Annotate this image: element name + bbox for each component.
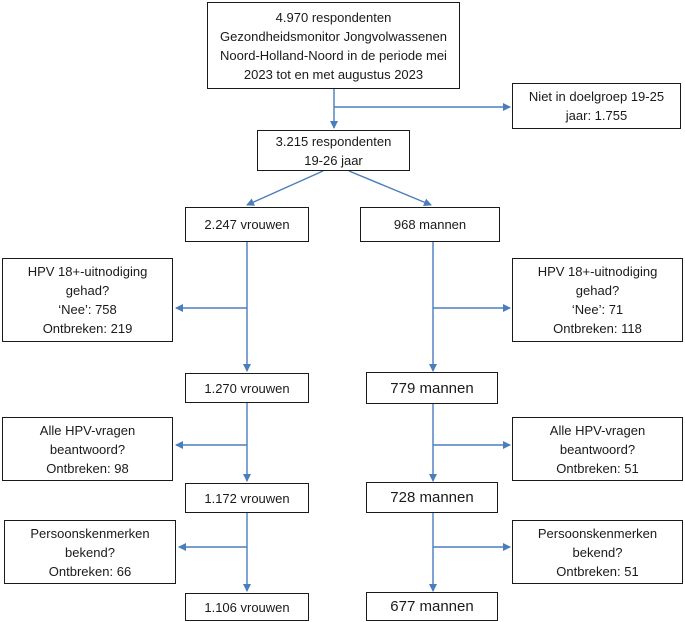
men-questions-line-1: Alle HPV-vragen [549, 422, 646, 438]
men-final-label: 677 mannen [390, 598, 474, 615]
men-invite-line-4: Ontbreken: 118 [553, 321, 642, 336]
excluded-line-1: Niet in doelgroep 19-25 [528, 89, 665, 104]
women-questions-line-2: beantwoord? [49, 441, 126, 457]
box-men-final: 677 mannen [366, 592, 498, 621]
total-line-3: Noord-Holland-Noord in de periode mei [220, 47, 447, 63]
women-final-label: 1.106 vrouwen [204, 599, 290, 615]
women-after-invite-label: 1.270 vrouwen [204, 380, 290, 396]
arrow-to-women [246, 170, 324, 206]
arrow-to-men [348, 170, 432, 207]
men-personal-line-1: Persoonskenmerken [537, 525, 658, 541]
men-invite-line-1: HPV 18+-uitnodiging [537, 264, 658, 279]
women-after-questions-label: 1.172 vrouwen [204, 490, 290, 506]
box-men-personal-missing: Persoonskenmerken bekend? Ontbreken: 51 [512, 520, 683, 584]
men-invite-line-3: ‘Nee’: 71 [571, 302, 624, 317]
women-questions-line-3: Ontbreken: 98 [46, 460, 129, 476]
box-women-final: 1.106 vrouwen [185, 593, 309, 621]
women-invite-line-3: ‘Nee’: 758 [58, 302, 117, 317]
men-personal-line-2: bekend? [572, 544, 623, 560]
men-questions-line-2: beantwoord? [559, 441, 636, 457]
box-men-after-questions: 728 mannen [366, 482, 498, 513]
men-after-questions-label: 728 mannen [390, 489, 474, 506]
men-questions-line-3: Ontbreken: 51 [556, 460, 639, 476]
box-women-start: 2.247 vrouwen [185, 207, 309, 242]
women-invite-line-4: Ontbreken: 219 [42, 321, 133, 336]
box-men-start: 968 mannen [360, 207, 500, 242]
women-invite-line-2: gehad? [65, 283, 110, 298]
men-personal-line-3: Ontbreken: 51 [556, 563, 639, 579]
total-line-2: Gezondheidsmonitor Jongvolwassenen [220, 28, 447, 44]
total-line-1: 4.970 respondenten [275, 9, 392, 25]
agegroup-line-2: 19-26 jaar [304, 152, 363, 168]
women-personal-line-1: Persoonskenmerken [30, 525, 150, 541]
men-start-label: 968 mannen [393, 217, 467, 232]
box-women-personal-missing: Persoonskenmerken bekend? Ontbreken: 66 [4, 520, 176, 584]
box-men-invite-missing: HPV 18+-uitnodiging gehad? ‘Nee’: 71 Ont… [512, 258, 683, 342]
box-women-invite-missing: HPV 18+-uitnodiging gehad? ‘Nee’: 758 On… [2, 258, 173, 342]
women-start-label: 2.247 vrouwen [204, 217, 290, 232]
box-women-questions-missing: Alle HPV-vragen beantwoord? Ontbreken: 9… [2, 417, 173, 481]
women-personal-line-3: Ontbreken: 66 [48, 563, 132, 579]
box-total-respondents: 4.970 respondenten Gezondheidsmonitor Jo… [207, 2, 460, 89]
excluded-line-2: jaar: 1.755 [565, 108, 628, 123]
box-age-group: 3.215 respondenten 19-26 jaar [257, 130, 410, 171]
box-men-questions-missing: Alle HPV-vragen beantwoord? Ontbreken: 5… [512, 417, 683, 481]
box-men-after-invite: 779 mannen [366, 372, 498, 404]
box-women-after-questions: 1.172 vrouwen [185, 483, 309, 513]
box-women-after-invite: 1.270 vrouwen [185, 373, 309, 403]
men-invite-line-2: gehad? [575, 283, 620, 298]
total-line-4: 2023 tot en met augustus 2023 [243, 66, 424, 82]
women-questions-line-1: Alle HPV-vragen [39, 422, 136, 438]
men-after-invite-label: 779 mannen [390, 379, 474, 397]
agegroup-line-1: 3.215 respondenten [275, 133, 392, 149]
box-excluded-age: Niet in doelgroep 19-25 jaar: 1.755 [512, 83, 681, 129]
women-personal-line-2: bekend? [65, 544, 115, 560]
women-invite-line-1: HPV 18+-uitnodiging [27, 264, 148, 279]
